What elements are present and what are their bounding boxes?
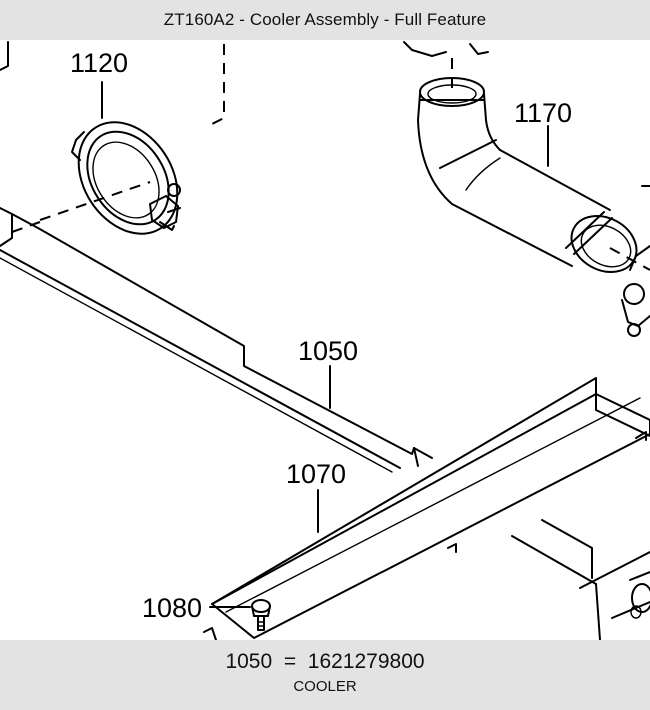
order-number: 1621279800: [307, 650, 425, 673]
callout-1170[interactable]: 1170: [514, 98, 572, 128]
frame-fragment-top-left: [0, 41, 9, 71]
selected-part-number: 1050: [225, 650, 273, 673]
part-1080-bolt[interactable]: [251, 599, 271, 631]
part-name: COOLER: [293, 678, 357, 695]
part-1170-elbow-pipe[interactable]: [403, 41, 650, 283]
part-1070-frame-plate[interactable]: [203, 377, 650, 640]
assembly-leader-1120: [207, 44, 225, 127]
drawing-title: ZT160A2 - Cooler Assembly - Full Feature: [163, 10, 487, 29]
part-right-clamp-fragment[interactable]: [621, 245, 650, 337]
part-number-line: 1050 = 1621279800: [0, 650, 650, 674]
part-1050-cooler[interactable]: [0, 207, 433, 473]
drawing-title-bar: ZT160A2 - Cooler Assembly - Full Feature: [0, 0, 650, 40]
callout-1120[interactable]: 1120: [70, 48, 128, 78]
equals-sign: =: [283, 650, 297, 673]
callout-1070[interactable]: 1070: [286, 459, 346, 489]
part-1120-clamp[interactable]: [39, 104, 198, 253]
callout-1080[interactable]: 1080: [142, 593, 202, 623]
callout-1050[interactable]: 1050: [298, 336, 358, 366]
part-info-bar: 1050 = 1621279800 COOLER: [0, 640, 650, 710]
exploded-parts-drawing: 1120 1170 1050 1070 1080: [0, 41, 650, 640]
